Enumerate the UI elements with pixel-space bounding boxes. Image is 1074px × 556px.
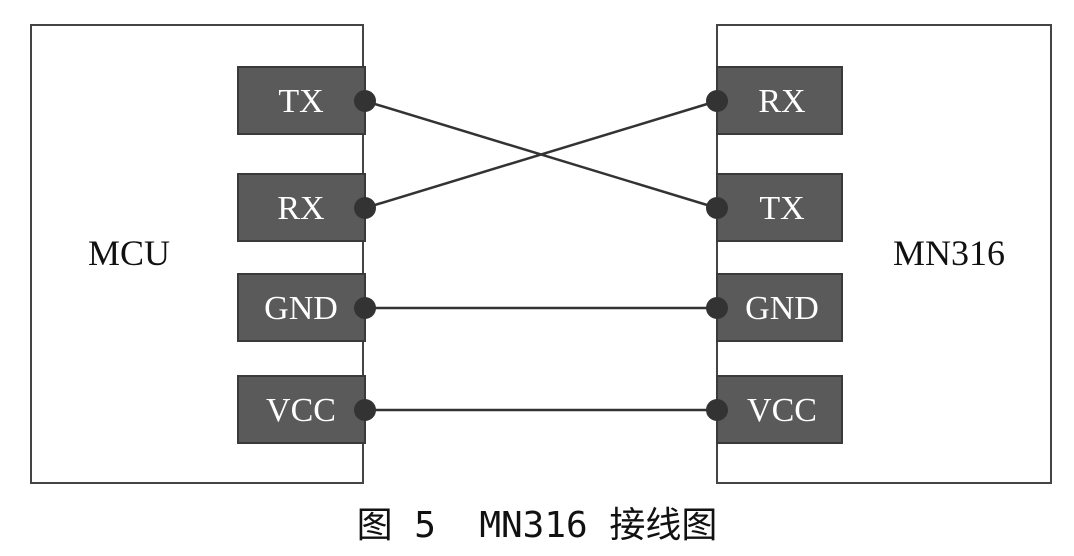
mn316-pin-vcc: VCC	[716, 375, 843, 444]
mn316-pin-gnd-label: GND	[745, 290, 819, 327]
terminal-dot	[354, 197, 376, 219]
mcu-pin-rx: RX	[237, 173, 366, 242]
mcu-pin-tx: TX	[237, 66, 366, 135]
mn316-pin-gnd: GND	[716, 273, 843, 342]
terminal-dot	[354, 399, 376, 421]
mn316-pin-vcc-label: VCC	[747, 392, 817, 429]
mn316-pin-rx-label: RX	[758, 83, 805, 120]
mcu-pin-vcc: VCC	[237, 375, 366, 444]
mcu-pin-rx-label: RX	[277, 190, 324, 227]
mn316-pin-tx-label: TX	[759, 190, 804, 227]
terminal-dot	[354, 297, 376, 319]
terminal-dot	[706, 399, 728, 421]
mn316-pin-rx: RX	[716, 66, 843, 135]
mcu-pin-gnd: GND	[237, 273, 366, 342]
mcu-pin-gnd-label: GND	[264, 290, 338, 327]
mn316-label: MN316	[893, 233, 1005, 273]
terminal-dot	[706, 197, 728, 219]
mn316-pin-tx: TX	[716, 173, 843, 242]
terminal-dot	[354, 90, 376, 112]
mcu-pin-tx-label: TX	[278, 83, 323, 120]
figure-caption: 图 5 MN316 接线图	[356, 505, 718, 546]
wiring-diagram: MCU MN316 TX RX GND VCC RX TX GND VCC	[30, 24, 1052, 484]
terminal-dot	[706, 297, 728, 319]
mcu-pin-vcc-label: VCC	[266, 392, 336, 429]
mcu-label: MCU	[88, 233, 170, 273]
wire-mcu-rx-to-mn316-tx	[364, 99, 718, 210]
terminal-dot	[706, 90, 728, 112]
